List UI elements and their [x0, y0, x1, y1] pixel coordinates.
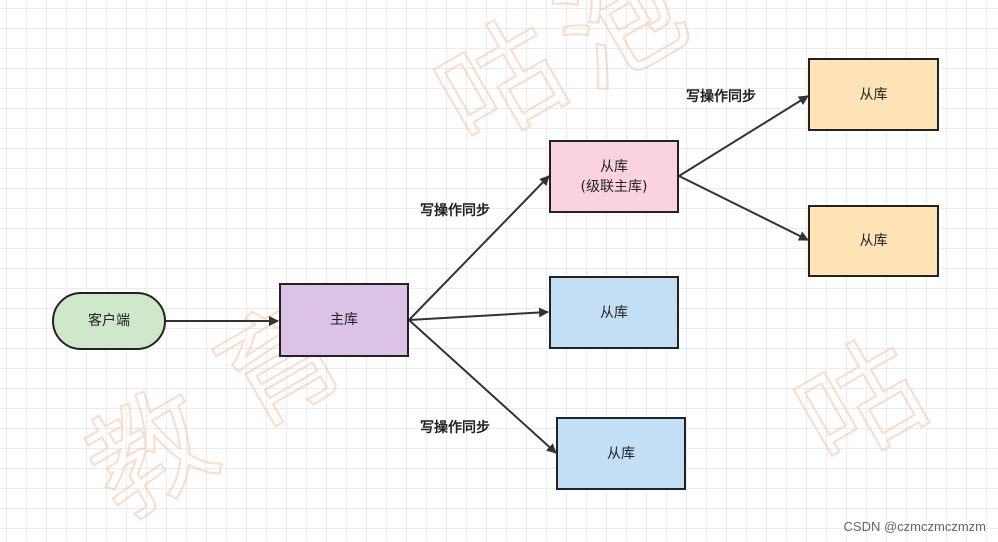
- cascade-master-node: 从库 (级联主库): [549, 140, 679, 213]
- slave-top-right-label: 从库: [859, 86, 888, 103]
- client-node: 客户端: [52, 292, 166, 350]
- edge-label-top: 写操作同步: [686, 89, 756, 105]
- edge-master-to-slave-bottom: [408, 319, 557, 454]
- edge-label-bottom: 写操作同步: [420, 420, 490, 436]
- slave-mid-label: 从库: [600, 304, 628, 321]
- slave-right-label: 从库: [859, 233, 888, 249]
- slave-top-right-node: 从库: [808, 58, 939, 131]
- slave-bottom-label: 从库: [607, 445, 635, 462]
- csdn-watermark: CSDN @czmczmczmzm: [843, 519, 986, 534]
- master-label: 主库: [330, 312, 358, 328]
- client-label: 客户端: [88, 313, 130, 329]
- cascade-sublabel: (级联主库): [580, 178, 648, 195]
- slave-bottom-node: 从库: [556, 417, 686, 490]
- edge-cascade-to-slave-right: [678, 175, 809, 241]
- edge-master-to-slave-mid: [408, 307, 549, 321]
- edge-cascade-to-slave-top-right: [678, 95, 809, 177]
- edge-master-to-cascade: [408, 175, 550, 321]
- cascade-label: 从库: [600, 158, 628, 175]
- slave-right-node: 从库: [808, 205, 939, 277]
- edge-label-mid: 写操作同步: [420, 203, 490, 219]
- slave-mid-node: 从库: [549, 276, 679, 349]
- master-node: 主库: [279, 283, 409, 357]
